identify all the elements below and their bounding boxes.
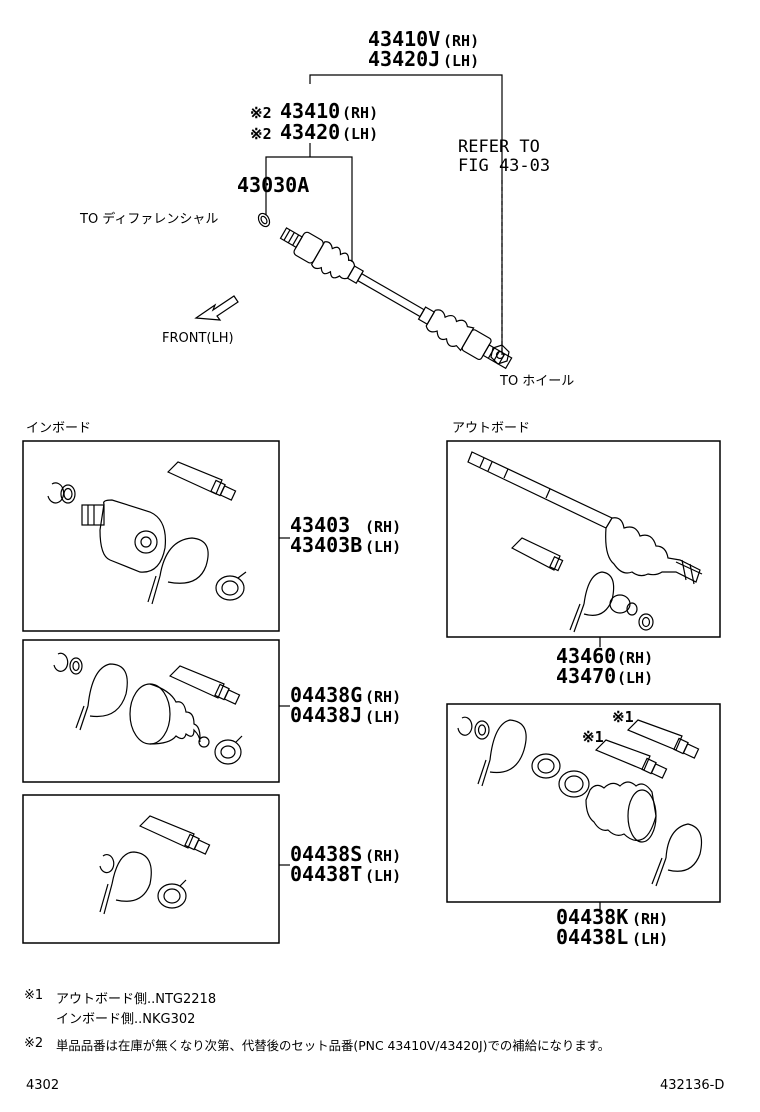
refer-figure[interactable]: FIG 43-03 bbox=[458, 156, 550, 176]
side-label: (LH) bbox=[632, 930, 668, 948]
boot-band-icon bbox=[489, 719, 527, 774]
side-label: (RH) bbox=[365, 847, 401, 865]
snap-ring-icon bbox=[47, 482, 65, 504]
refer-label: REFER TO bbox=[458, 137, 540, 157]
side-label: (RH) bbox=[365, 518, 401, 536]
inner-joint-icon bbox=[81, 499, 167, 573]
side-label: (LH) bbox=[342, 125, 378, 143]
side-label: (LH) bbox=[617, 669, 653, 687]
boot-icon bbox=[585, 781, 657, 843]
hub-nut-icon bbox=[490, 344, 510, 365]
front-direction-label: FRONT(LH) bbox=[162, 331, 234, 346]
note-1-line-1: アウトボード側..NTG2218 bbox=[56, 992, 217, 1007]
part-number-43410[interactable]: 43410 bbox=[280, 99, 340, 123]
snap-ring-icon bbox=[53, 652, 69, 672]
clamp-icon bbox=[215, 575, 245, 601]
snap-ring-icon bbox=[257, 212, 271, 228]
grease-tube-icon bbox=[168, 665, 241, 705]
part-number-43420[interactable]: 43420 bbox=[280, 120, 340, 144]
drive-shaft-icon bbox=[279, 227, 513, 370]
ring-icon bbox=[69, 657, 83, 675]
ring-icon bbox=[626, 602, 638, 616]
figure-code: 432136-D bbox=[660, 1078, 725, 1093]
ring-icon bbox=[60, 484, 76, 504]
part-number-43403b[interactable]: 43403B bbox=[290, 533, 362, 557]
outboard-section-title: アウトボード bbox=[452, 421, 530, 436]
to-wheel-label: TO ホイール bbox=[499, 374, 574, 389]
grease-tube-icon bbox=[626, 719, 700, 759]
part-number-43030a[interactable]: 43030A bbox=[237, 173, 309, 197]
part-number-04438k[interactable]: 04438K bbox=[556, 905, 628, 929]
boot-band-icon bbox=[159, 537, 209, 584]
snap-ring-icon bbox=[457, 716, 473, 736]
note-mark: ※1 bbox=[612, 708, 634, 726]
outboard-boot-kit-box: ※1 ※1 bbox=[446, 703, 721, 912]
note-mark: ※2 bbox=[250, 125, 272, 143]
side-label: (RH) bbox=[617, 649, 653, 667]
note-1-line-2: インボード側..NKG302 bbox=[56, 1012, 196, 1027]
to-differential-label: TO ディファレンシャル bbox=[79, 211, 218, 227]
part-number-43460[interactable]: 43460 bbox=[556, 644, 616, 668]
side-label: (LH) bbox=[443, 52, 479, 70]
clamp-icon bbox=[558, 770, 590, 798]
side-label: (RH) bbox=[365, 688, 401, 706]
ring-icon bbox=[474, 720, 490, 740]
part-number-04438j[interactable]: 04438J bbox=[290, 703, 362, 727]
note-2-mark: ※2 bbox=[24, 1036, 44, 1051]
drive-shaft-assembly: 43410V (RH) 43420J (LH) ※2 43410 (RH) ※2… bbox=[79, 27, 574, 389]
clamp-icon bbox=[214, 739, 242, 765]
boot-band-icon bbox=[111, 851, 152, 902]
note-mark: ※2 bbox=[250, 104, 272, 122]
part-number-04438t[interactable]: 04438T bbox=[290, 862, 362, 886]
side-label: (RH) bbox=[632, 910, 668, 928]
boot-icon bbox=[129, 683, 210, 748]
part-number-43420j[interactable]: 43420J bbox=[368, 47, 440, 71]
boot-band-icon bbox=[583, 571, 615, 616]
part-number-04438s[interactable]: 04438S bbox=[290, 842, 362, 866]
part-number-43410v[interactable]: 43410V bbox=[368, 27, 440, 51]
grease-tube-icon bbox=[594, 739, 668, 779]
inboard-band-kit-box bbox=[22, 794, 290, 944]
clamp-icon bbox=[531, 753, 561, 779]
grease-tube-icon bbox=[510, 537, 564, 572]
side-label: (RH) bbox=[443, 32, 479, 50]
front-arrow-icon bbox=[194, 295, 239, 321]
note-1-mark: ※1 bbox=[24, 988, 44, 1003]
boot-band-icon bbox=[665, 823, 703, 872]
side-label: (LH) bbox=[365, 538, 401, 556]
inboard-joint-kit-box bbox=[22, 440, 290, 632]
outboard-shaft-icon bbox=[467, 451, 703, 585]
part-number-43470[interactable]: 43470 bbox=[556, 664, 616, 688]
inboard-boot-kit-box bbox=[22, 639, 290, 783]
grease-tube-icon bbox=[166, 461, 237, 501]
part-number-43403[interactable]: 43403 bbox=[290, 513, 350, 537]
side-label: (LH) bbox=[365, 867, 401, 885]
note-mark: ※1 bbox=[582, 728, 604, 746]
part-number-04438l[interactable]: 04438L bbox=[556, 925, 628, 949]
note-2-text: 単品品番は在庫が無くなり次第、代替後のセット品番(PNC 43410V/4342… bbox=[56, 1038, 611, 1053]
side-label: (RH) bbox=[342, 104, 378, 122]
inboard-section-title: インボード bbox=[26, 421, 91, 436]
snap-ring-icon bbox=[99, 854, 115, 874]
grease-tube-icon bbox=[138, 815, 211, 855]
side-label: (LH) bbox=[365, 708, 401, 726]
outboard-joint-kit-box bbox=[446, 440, 721, 647]
boot-band-icon bbox=[87, 663, 128, 718]
part-number-04438g[interactable]: 04438G bbox=[290, 683, 362, 707]
clamp-icon bbox=[157, 883, 187, 909]
page-code: 4302 bbox=[26, 1078, 60, 1093]
